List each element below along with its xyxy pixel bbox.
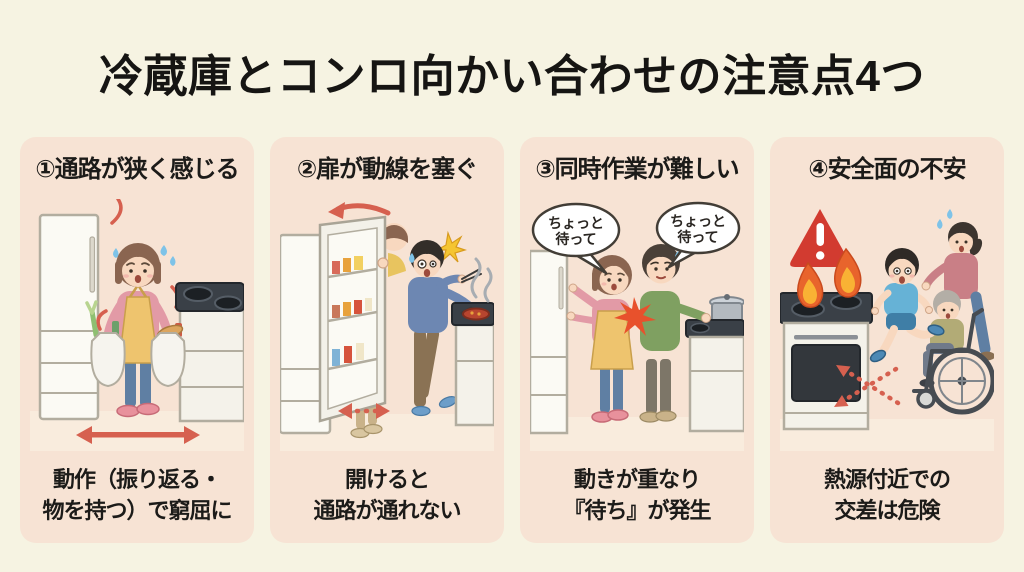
blocked-passage-dotted-arrow <box>338 402 390 419</box>
svg-text:ちょっと: ちょっと <box>548 215 604 231</box>
stove-with-flames <box>780 247 873 430</box>
shopping-bags <box>85 299 186 387</box>
panel-1-narrow-passage: ①通路が狭く感じる <box>20 137 254 543</box>
passage-width-arrow <box>76 425 200 444</box>
panel-4-illustration <box>780 199 994 451</box>
page-title: 冷蔵庫とコンロ向かい合わせの注意点4つ <box>99 52 925 101</box>
speech-bubble-left: ちょっと 待って <box>531 202 621 274</box>
stove <box>685 293 744 432</box>
smoke <box>470 257 482 299</box>
door-swing-arrow <box>328 201 391 219</box>
panel-4-safety: ④安全面の不安 <box>770 137 1004 543</box>
panel-1-illustration <box>30 198 244 451</box>
speech-bubble-right: ちょっと 待って <box>655 201 741 268</box>
panel-3-heading: ③同時作業が難しい <box>535 156 739 183</box>
bumping-scene: ちょっと 待って ちょっと 待って <box>530 201 744 451</box>
panel-3-simultaneous-work: ③同時作業が難しい <box>520 137 754 543</box>
frying-pan <box>462 307 490 321</box>
safety-risk-scene <box>780 208 994 451</box>
panel-row: ①通路が狭く感じる <box>20 137 1004 543</box>
svg-text:待って: 待って <box>555 231 596 247</box>
panel-2-illustration <box>280 199 494 451</box>
stove <box>451 257 494 426</box>
caption-line: 通路が通れない <box>313 498 461 524</box>
caption-line: 物を持つ）で窮屈に <box>42 498 232 524</box>
caption-line: 開けると <box>344 467 430 493</box>
panel-1-caption: 動作（振り返る・ 物を持つ）で窮屈に <box>42 465 232 527</box>
stove <box>175 281 244 422</box>
fridge <box>38 213 100 420</box>
panel-3-illustration: ちょっと 待って ちょっと 待って <box>530 199 744 451</box>
panel-2-heading: ②扉が動線を塞ぐ <box>296 156 478 183</box>
wheelchair-wheel <box>928 347 994 415</box>
open-fridge-door <box>318 215 389 423</box>
warning-triangle-icon <box>790 208 850 267</box>
smoke <box>483 267 493 303</box>
crossing-paths-arrows <box>834 364 901 407</box>
woman-with-shopping-bags <box>103 242 176 417</box>
running-boy <box>869 247 945 362</box>
panel-4-heading: ④安全面の不安 <box>808 156 966 183</box>
narrow-passage-scene <box>30 198 244 451</box>
svg-text:ちょっと: ちょっと <box>670 213 726 229</box>
fridge <box>530 249 569 434</box>
collision-spark-icon <box>614 296 656 336</box>
panel-2-caption: 開けると 通路が通れない <box>313 465 461 527</box>
caption-line: 熱源付近での <box>823 467 951 493</box>
svg-text:待って: 待って <box>677 229 718 245</box>
panel-1-heading: ①通路が狭く感じる <box>35 156 239 183</box>
caption-line: 動作（振り返る・ <box>52 467 222 493</box>
caption-line: 交差は危険 <box>834 498 940 524</box>
woman-at-fridge <box>566 254 634 423</box>
panel-2-door-blocks: ②扉が動線を塞ぐ <box>270 137 504 543</box>
caption-line: 『待ち』が発生 <box>563 498 711 524</box>
elderly-person-in-wheelchair <box>912 289 994 415</box>
man-at-stove <box>639 243 711 423</box>
panel-4-caption: 熱源付近での 交差は危険 <box>823 465 951 527</box>
panel-3-caption: 動きが重なり 『待ち』が発生 <box>563 465 711 527</box>
door-blocking-scene <box>280 201 494 451</box>
caption-line: 動きが重なり <box>573 467 701 493</box>
woman-pushing-wheelchair <box>921 208 994 361</box>
